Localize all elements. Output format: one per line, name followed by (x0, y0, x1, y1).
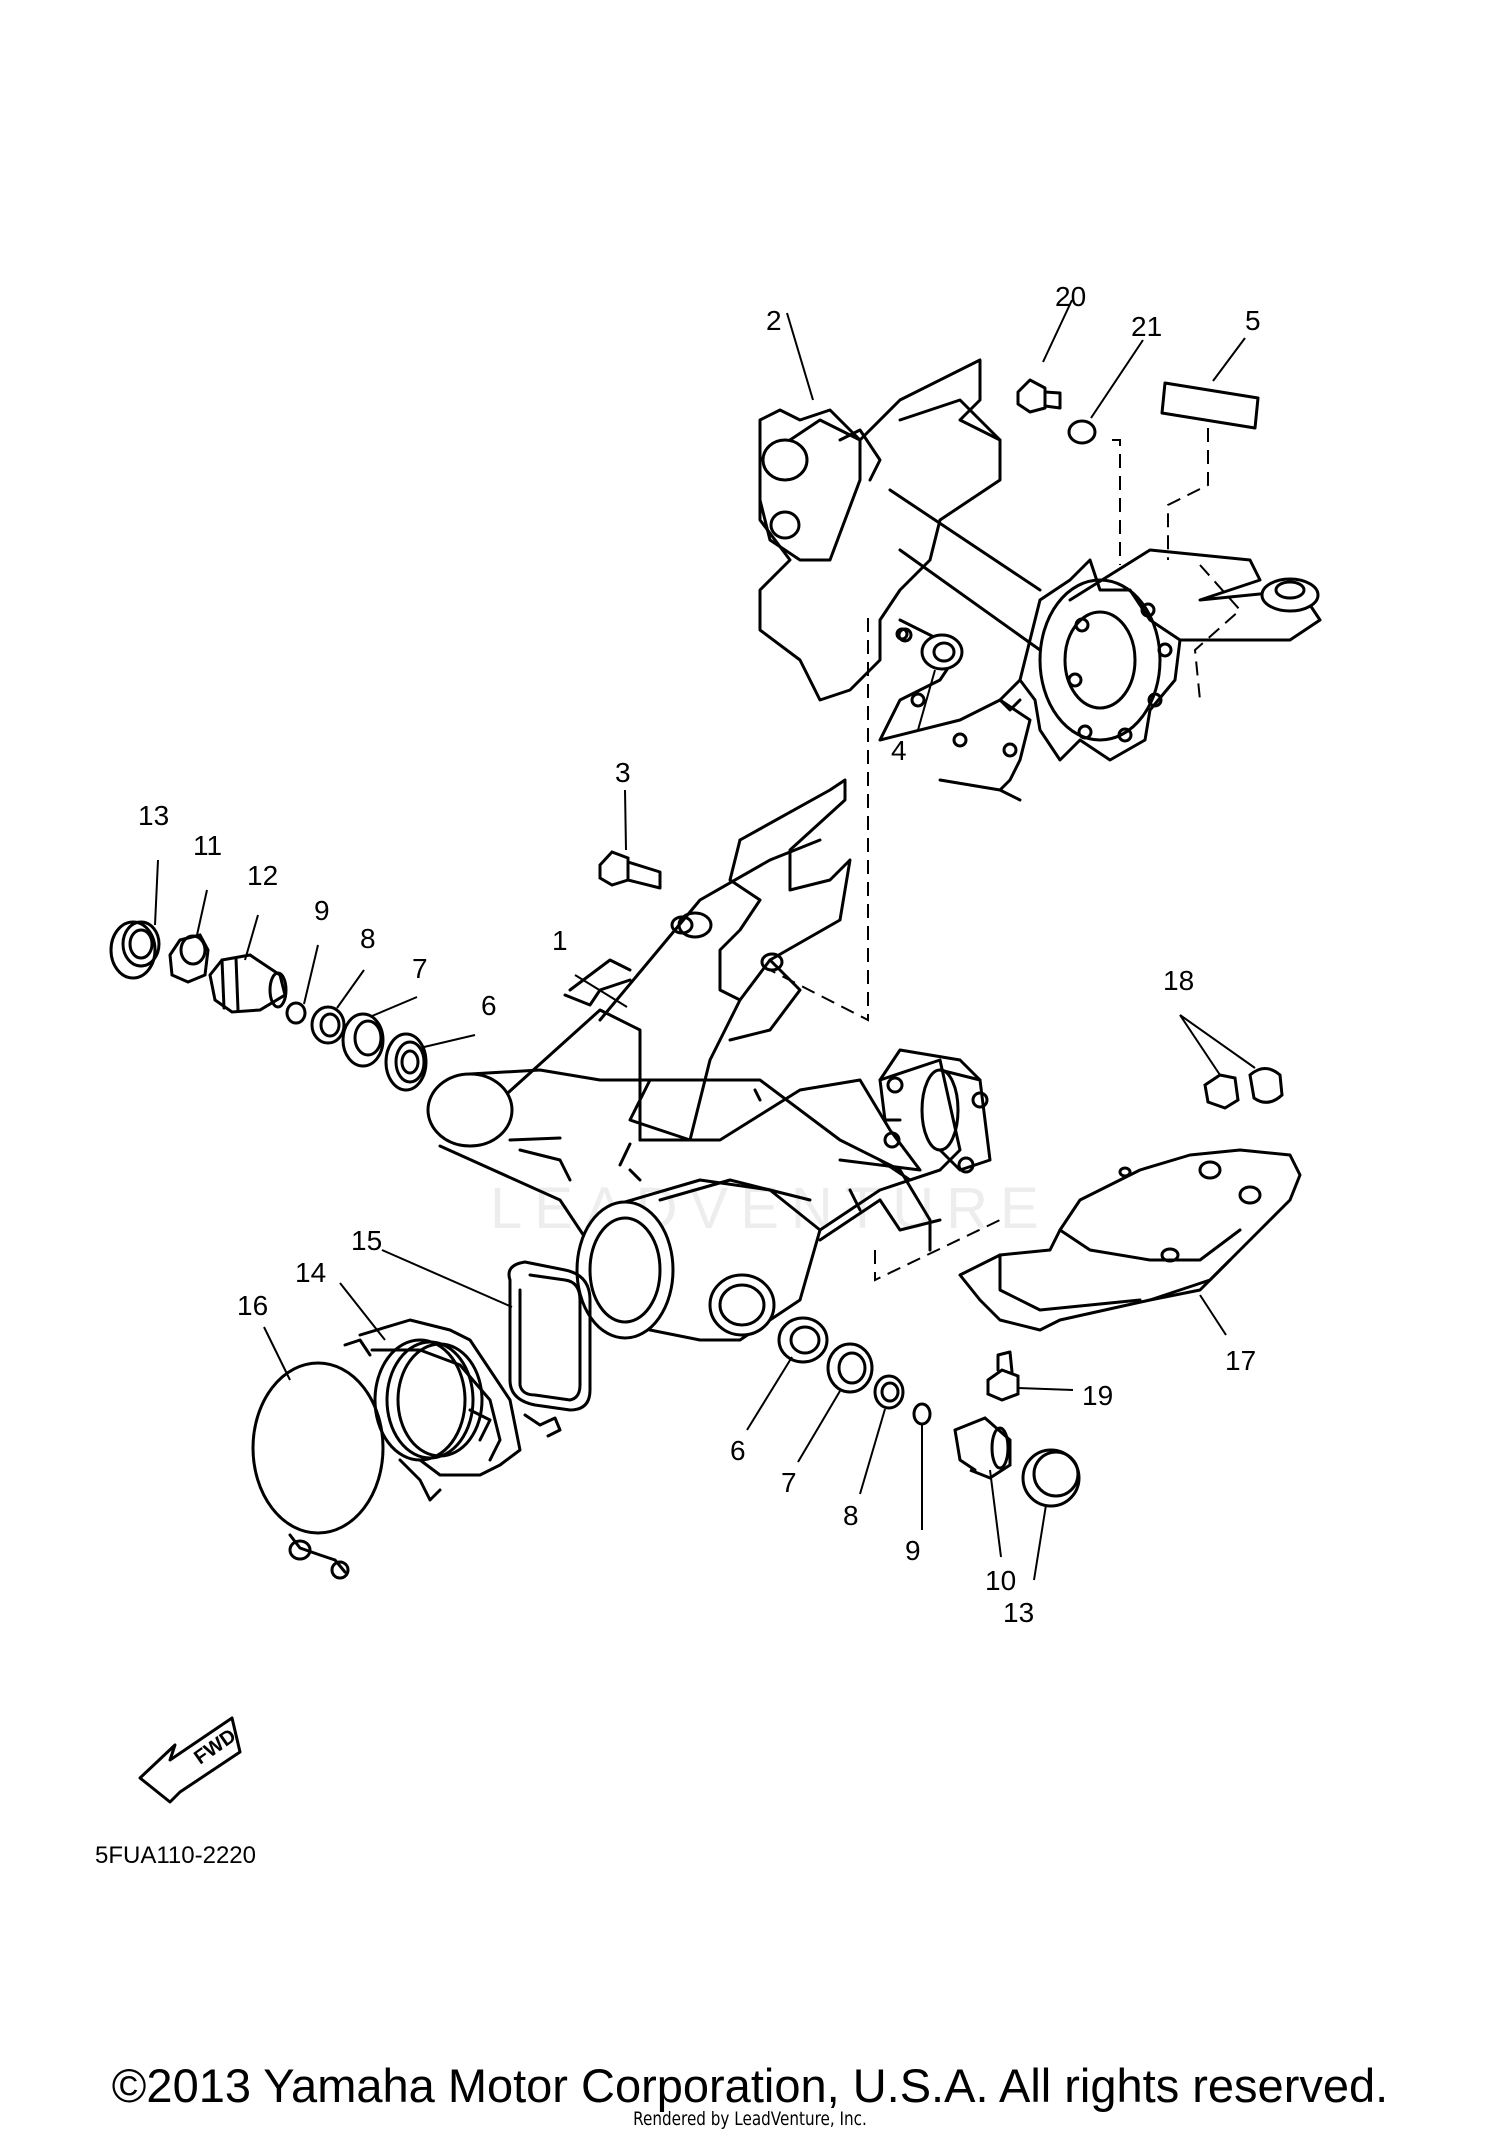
fwd-arrow-icon: FWD (138, 1716, 242, 1804)
nut-4[interactable] (920, 633, 964, 671)
callout-5: 5 (1245, 305, 1261, 336)
callout-8-right: 8 (843, 1500, 859, 1531)
nut-11[interactable] (168, 933, 210, 984)
band-15[interactable] (507, 1260, 592, 1438)
oil-seal-7-left[interactable] (341, 1012, 385, 1068)
guard-17[interactable] (958, 1148, 1302, 1332)
callout-10: 10 (985, 1565, 1016, 1596)
callout-16: 16 (237, 1290, 268, 1321)
callout-7-right: 7 (781, 1467, 797, 1498)
callout-13-right: 13 (1003, 1597, 1034, 1628)
pivot-shaft-12[interactable] (208, 953, 288, 1014)
callout-7-left: 7 (412, 953, 428, 984)
screw-19[interactable] (986, 1350, 1020, 1402)
callout-3: 3 (615, 757, 631, 788)
fwd-label: FWD (190, 1725, 240, 1769)
collar-8-left[interactable] (310, 1005, 346, 1045)
washer-21[interactable] (1067, 419, 1097, 445)
bolt-20[interactable] (1016, 378, 1062, 414)
o-ring-9-left[interactable] (285, 1001, 307, 1025)
boot-14[interactable] (343, 1318, 522, 1502)
band-16[interactable] (251, 1361, 385, 1580)
callout-18: 18 (1163, 965, 1194, 996)
drawing-code: 5FUA110-2220 (95, 1842, 256, 1869)
swing-arm[interactable] (426, 778, 992, 1342)
callout-19: 19 (1082, 1380, 1113, 1411)
callout-4: 4 (891, 735, 907, 766)
bearing-6-right[interactable] (777, 1316, 829, 1364)
plug-18[interactable] (1203, 1067, 1284, 1110)
bearing-6-left[interactable] (384, 1032, 428, 1092)
rendered-by-notice: Rendered by LeadVenture, Inc. (633, 2108, 867, 2130)
callout-21: 21 (1131, 311, 1162, 342)
callout-14: 14 (295, 1257, 326, 1288)
pivot-bolt-10[interactable] (953, 1416, 1012, 1480)
bolt-3[interactable] (598, 850, 662, 890)
oil-seal-13-left[interactable] (109, 920, 161, 980)
callout-11: 11 (193, 830, 222, 861)
callout-20: 20 (1055, 281, 1086, 312)
callout-15: 15 (351, 1225, 382, 1256)
collar-8-right[interactable] (873, 1374, 905, 1410)
callout-1: 1 (552, 925, 568, 956)
callout-9-right: 9 (905, 1535, 921, 1566)
callout-13-left: 13 (138, 800, 169, 831)
oil-seal-7-right[interactable] (826, 1342, 874, 1394)
callout-8-left: 8 (360, 923, 376, 954)
rear-axle-housing[interactable] (758, 358, 1322, 802)
callout-6-left: 6 (481, 990, 497, 1021)
callout-17: 17 (1225, 1345, 1256, 1376)
oil-seal-13-right[interactable] (1021, 1448, 1081, 1508)
callout-6-right: 6 (730, 1435, 746, 1466)
copyright-notice: ©2013 Yamaha Motor Corporation, U.S.A. A… (111, 2059, 1389, 2112)
callout-2: 2 (766, 305, 782, 336)
label-plate[interactable] (1160, 381, 1260, 430)
callout-12: 12 (247, 860, 278, 891)
callout-9-left: 9 (314, 895, 330, 926)
o-ring-9-right[interactable] (912, 1402, 932, 1426)
